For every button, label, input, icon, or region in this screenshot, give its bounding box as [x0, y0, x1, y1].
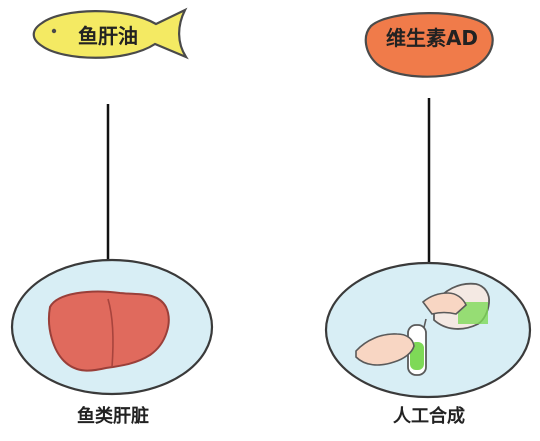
synthesis-label: 人工合成: [393, 406, 465, 427]
fish-liver-label: 鱼类肝脏: [77, 406, 149, 427]
hands-lab-icon: [355, 282, 490, 376]
fish-oil-label: 鱼肝油: [78, 24, 138, 48]
fish-icon: [32, 7, 189, 60]
pill-icon: [364, 12, 494, 78]
liver-icon: [48, 290, 170, 372]
vitamin-ad-label: 维生素AD: [385, 26, 479, 50]
left-bubble: [10, 258, 214, 396]
right-bubble: [324, 261, 532, 399]
